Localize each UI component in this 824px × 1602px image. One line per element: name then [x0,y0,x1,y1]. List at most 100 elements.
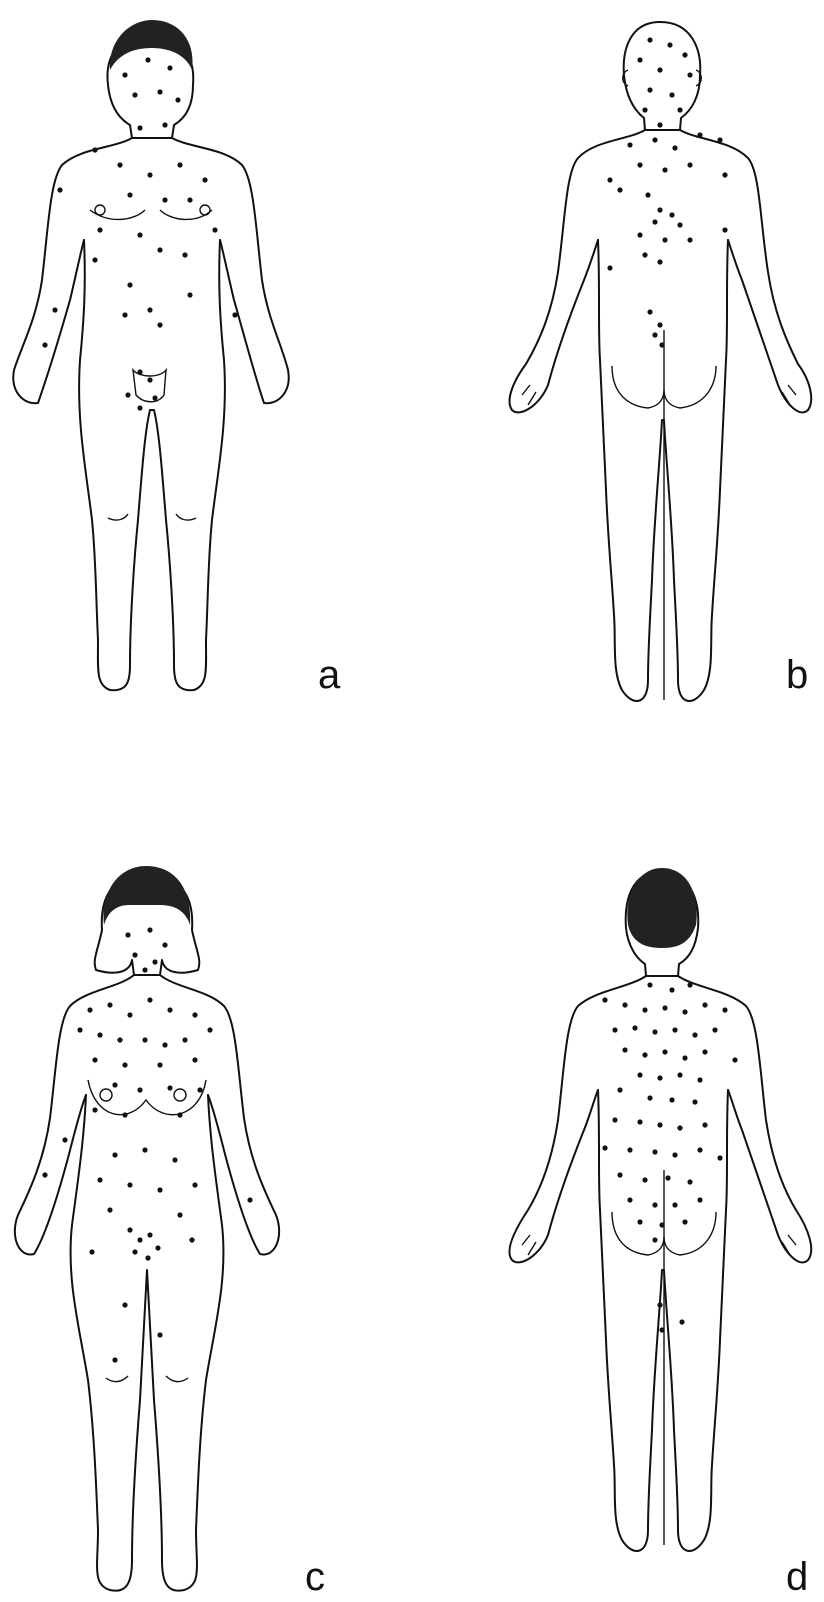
lesion-dot [647,1095,652,1100]
lesion-dot [182,252,187,257]
lesion-dot [645,192,650,197]
lesion-dot [652,332,657,337]
lesion-dot [687,237,692,242]
lesion-dot [669,1097,674,1102]
lesion-dot [612,1027,617,1032]
lesion-dot [669,987,674,992]
lesion-dot [127,192,132,197]
lesion-dot [657,1122,662,1127]
hair-c [103,866,190,925]
lesion-dot [147,307,152,312]
lesion-dot [682,52,687,57]
lesion-dot [657,322,662,327]
lesion-dot [145,1255,150,1260]
lesion-dot [192,1057,197,1062]
lesion-dot [637,1219,642,1224]
lesion-dot [152,959,157,964]
lesion-dot [657,122,662,127]
lesion-dot [677,1125,682,1130]
lesion-dot [112,1082,117,1087]
lesion-dot [657,1302,662,1307]
lesion-dot [612,1117,617,1122]
lesion-dot [167,65,172,70]
lesion-dot [57,187,62,192]
lesion-dot [52,307,57,312]
lesion-dot [145,57,150,62]
lesion-dot [662,167,667,172]
lesion-dot [717,137,722,142]
lesion-dot [642,107,647,112]
lesion-dot [152,395,157,400]
lesion-dot [657,67,662,72]
lesion-dot [712,1027,717,1032]
lesion-dot [157,1062,162,1067]
body-outline-c [15,875,279,1591]
lesion-dot [157,89,162,94]
lesion-dot [202,177,207,182]
lesion-dot [662,1005,667,1010]
lesion-dot [189,1237,194,1242]
lesion-dot [617,187,622,192]
lesion-dot [147,997,152,1002]
lesion-dot [187,197,192,202]
lesion-dots-d [602,982,737,1332]
lesion-dot [122,1112,127,1117]
lesion-dot [659,1327,664,1332]
lesion-dot [642,1007,647,1012]
lesion-dot [157,1187,162,1192]
lesion-dot [167,1085,172,1090]
lesion-dot [117,162,122,167]
lesion-dot [659,1222,664,1227]
lesion-dot [687,1179,692,1184]
lesion-dot [652,1029,657,1034]
lesion-dot [637,57,642,62]
lesion-dot [617,1087,622,1092]
lesion-dot [662,1049,667,1054]
lesion-dot [637,1072,642,1077]
lesion-dot [672,1152,677,1157]
lesion-dot [117,1037,122,1042]
lesion-dot [722,172,727,177]
panel-a-male-front: a [13,20,341,697]
lesion-dot [602,997,607,1002]
lesion-dot [187,292,192,297]
lesion-dot [92,1057,97,1062]
panel-label-d: d [786,1555,808,1599]
lesion-dot [702,1049,707,1054]
lesion-dot [125,932,130,937]
lesion-dot [137,405,142,410]
panel-d-female-back: d [509,868,811,1599]
lesion-dot [142,1147,147,1152]
lesion-dot [662,237,667,242]
lesion-dot [652,1149,657,1154]
lesion-dot [127,1227,132,1232]
lesion-dot [617,1172,622,1177]
lesion-dot [659,342,664,347]
lesion-dot [137,369,142,374]
lesion-dot [682,1055,687,1060]
lesion-dot [677,1072,682,1077]
lesion-dot [627,142,632,147]
lesion-dot [142,1037,147,1042]
body-outline-a [13,35,288,690]
lesion-dot [177,1112,182,1117]
lesion-dot [92,1107,97,1112]
lesion-dot [137,125,142,130]
lesion-dot [669,92,674,97]
lesion-dot [637,232,642,237]
lesion-dot [697,1147,702,1152]
lesion-dot [192,1182,197,1187]
lesion-dot [697,1197,702,1202]
lesion-dot [622,1002,627,1007]
lesion-dot [677,222,682,227]
lesion-dot [607,177,612,182]
lesion-dot [637,1119,642,1124]
lesion-dot [207,1027,212,1032]
lesion-dot [132,1249,137,1254]
lesion-dot [137,1237,142,1242]
lesion-dot [647,37,652,42]
lesion-dot [692,1099,697,1104]
lesion-dot [669,212,674,217]
lesion-dot [157,322,162,327]
lesion-dot [682,1009,687,1014]
